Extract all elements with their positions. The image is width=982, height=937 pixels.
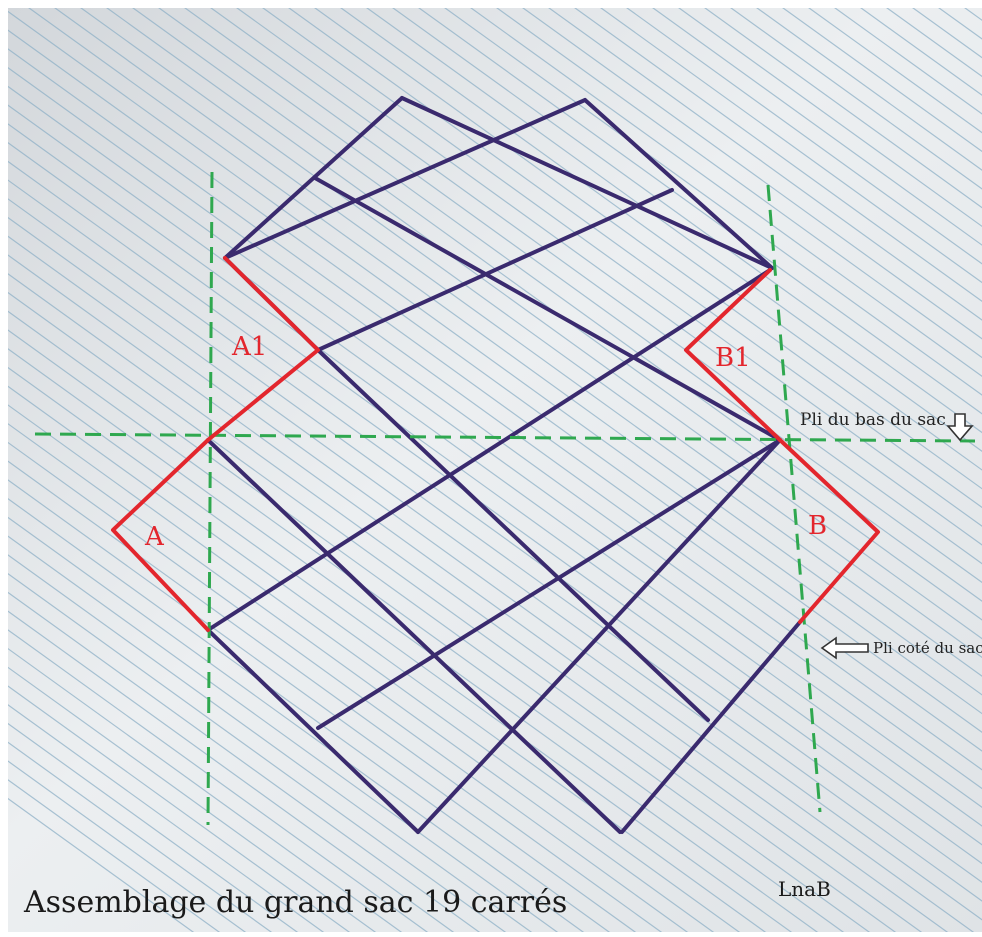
seam-b bbox=[778, 438, 880, 624]
paper-background bbox=[8, 8, 982, 932]
signature: LnaB bbox=[778, 877, 831, 901]
grid-line bbox=[206, 628, 420, 834]
label-b: B bbox=[808, 511, 827, 541]
label-fold-bottom: Pli du bas du sac bbox=[800, 410, 946, 430]
grid-line bbox=[620, 620, 802, 834]
grid-line bbox=[316, 438, 782, 730]
grid-line bbox=[206, 438, 622, 834]
grid-line bbox=[316, 188, 674, 352]
label-a1: A1 bbox=[231, 332, 267, 362]
seam-a1 bbox=[206, 256, 320, 442]
grid-line bbox=[416, 438, 782, 834]
grid-line bbox=[313, 176, 782, 442]
label-a: A bbox=[144, 522, 165, 552]
seam-b1 bbox=[684, 268, 782, 442]
left-arrow-icon bbox=[820, 636, 869, 660]
grid-line bbox=[316, 348, 710, 722]
fold-line-left bbox=[206, 171, 214, 826]
grid-line bbox=[223, 98, 587, 260]
grid-line bbox=[583, 98, 774, 270]
fold-line-bottom bbox=[34, 432, 976, 443]
grid-line bbox=[400, 96, 774, 270]
square-grid bbox=[206, 96, 802, 834]
down-arrow-icon bbox=[946, 413, 974, 442]
seam-a bbox=[111, 438, 210, 632]
diagram-title: Assemblage du grand sac 19 carrés bbox=[23, 885, 567, 920]
label-fold-side: Pli coté du sac bbox=[873, 639, 982, 657]
label-b1: B1 bbox=[715, 343, 751, 373]
fold-line-right bbox=[766, 184, 822, 813]
grid-line bbox=[206, 268, 772, 632]
